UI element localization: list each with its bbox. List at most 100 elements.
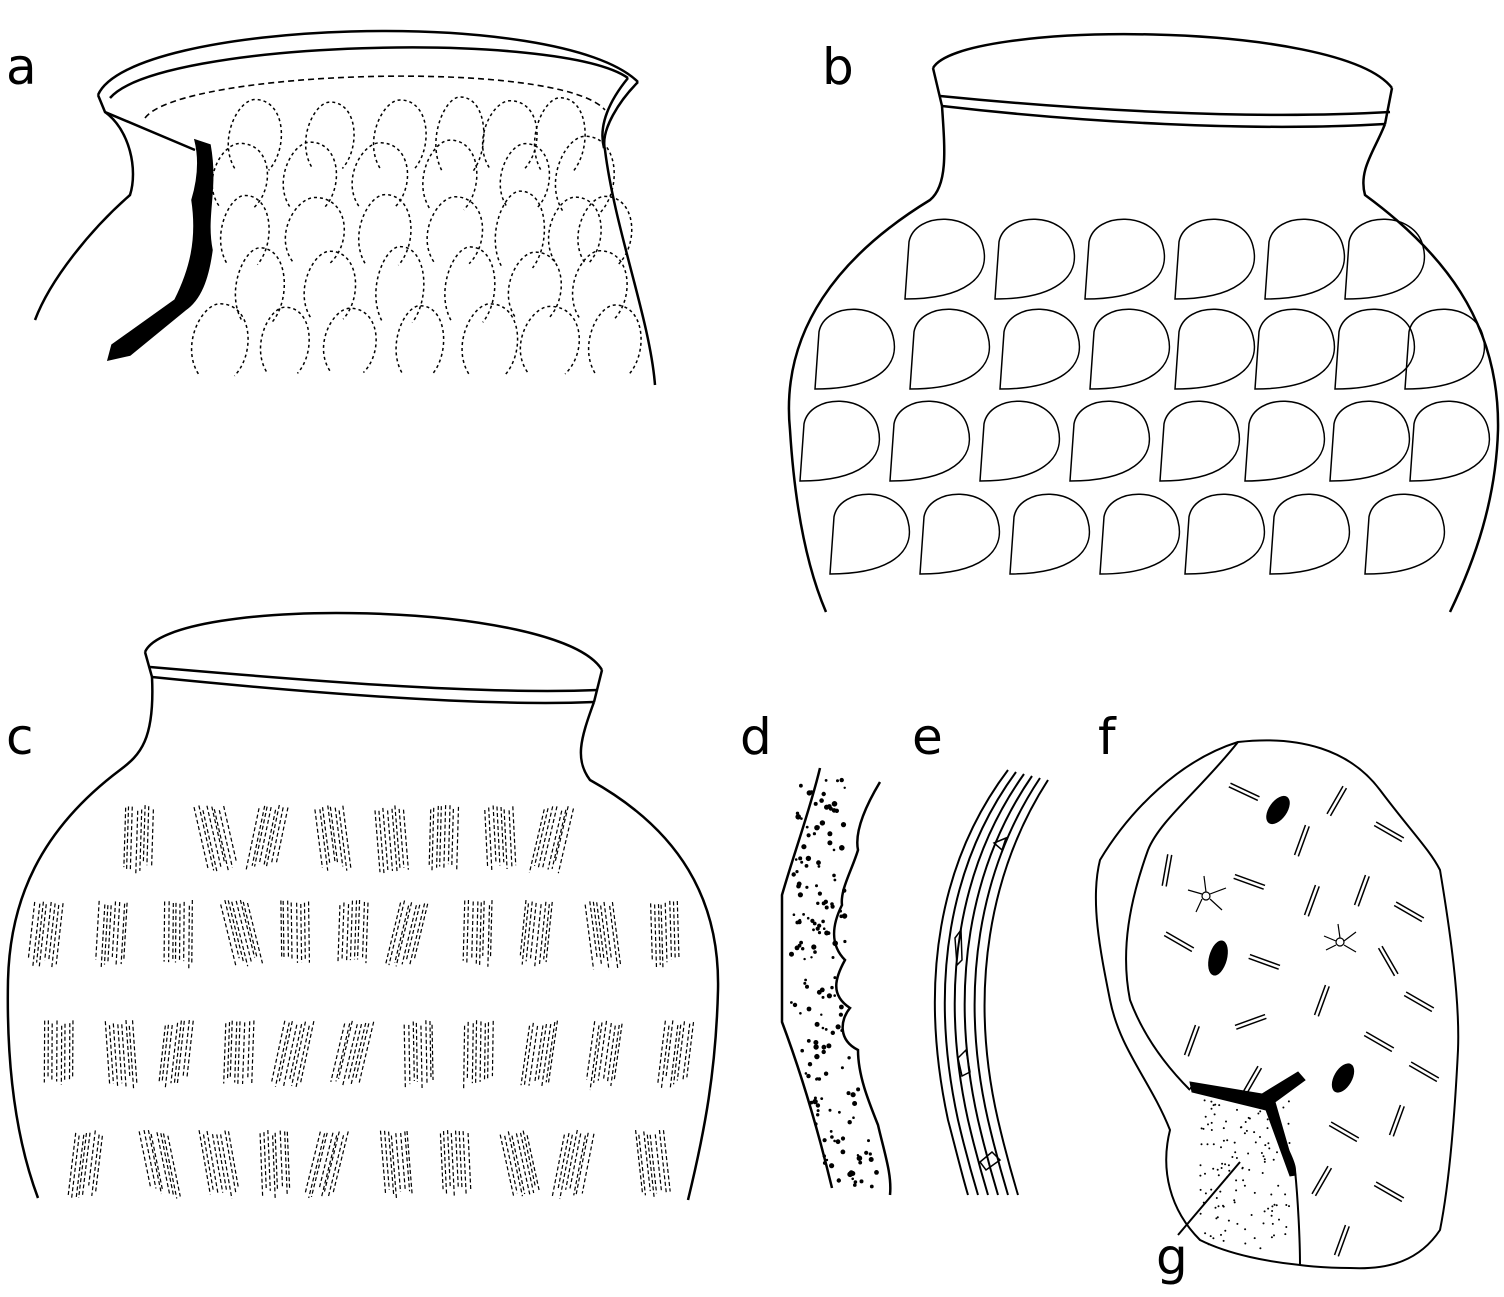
scale-impression xyxy=(910,309,989,389)
comb-stroke xyxy=(444,1131,447,1194)
temper-dot xyxy=(802,913,805,916)
temper-dot xyxy=(1224,1230,1226,1232)
panel-c-vessel xyxy=(8,613,718,1200)
fibre-dash xyxy=(1331,1122,1359,1138)
temper-dot xyxy=(801,947,804,950)
temper-dot xyxy=(1211,1108,1213,1110)
temper-dot xyxy=(830,1135,834,1139)
comb-stroke xyxy=(243,1022,245,1084)
temper-dot xyxy=(805,886,808,889)
comb-stroke xyxy=(151,1134,163,1191)
comb-stroke xyxy=(279,1021,292,1081)
temper-dot xyxy=(1247,1153,1249,1155)
scale-impression xyxy=(1175,309,1254,389)
temper-dot xyxy=(813,1040,818,1045)
comb-stroke xyxy=(663,1130,670,1191)
comb-stroke xyxy=(608,1026,616,1082)
impression-loop xyxy=(260,307,309,373)
temper-dot xyxy=(823,1161,827,1165)
temper-dot xyxy=(1210,1101,1212,1103)
comb-stroke xyxy=(331,1023,345,1081)
comb-stroke xyxy=(184,902,185,961)
comb-stroke xyxy=(122,1024,126,1086)
fibre-dash xyxy=(1396,902,1424,918)
temper-dot xyxy=(1234,1142,1236,1144)
comb-stroke xyxy=(404,810,409,870)
temper-dot xyxy=(1231,1156,1233,1158)
temper-dot xyxy=(841,822,846,827)
comb-stroke xyxy=(404,1025,405,1089)
vessel-b-rim-band xyxy=(942,106,1385,127)
temper-dot xyxy=(833,994,836,997)
temper-dot xyxy=(850,1171,855,1176)
scale-impression xyxy=(1245,401,1324,481)
temper-dot xyxy=(837,1178,841,1182)
vessel-a-left-neck xyxy=(35,112,133,320)
comb-stroke xyxy=(687,1022,694,1077)
comb-stroke xyxy=(116,902,120,967)
comb-stroke xyxy=(297,903,298,963)
comb-stroke xyxy=(71,1136,79,1200)
temper-dot xyxy=(833,976,836,979)
temper-dot xyxy=(1263,1155,1265,1157)
vessel-c-rim-left xyxy=(145,652,152,677)
comb-stroke xyxy=(451,1133,454,1198)
temper-dot xyxy=(1207,1123,1209,1125)
temper-dot xyxy=(1201,1127,1203,1129)
impression-loop xyxy=(573,251,628,320)
impression-loop xyxy=(423,140,477,210)
fibre-dash xyxy=(1374,825,1402,841)
temper-dot xyxy=(800,1049,804,1053)
comb-stroke xyxy=(189,906,190,970)
comb-stroke xyxy=(603,1023,611,1080)
temper-dot xyxy=(1244,1132,1246,1134)
temper-dot xyxy=(1261,1152,1263,1154)
comb-stroke xyxy=(661,905,663,970)
temper-dot xyxy=(816,927,820,931)
comb-stroke xyxy=(300,1021,313,1084)
temper-dot xyxy=(821,920,825,924)
comb-stroke xyxy=(164,901,165,961)
fibre-dash xyxy=(1327,786,1343,814)
temper-dot xyxy=(1236,1157,1238,1159)
fibre-dash xyxy=(1374,1185,1402,1201)
impression-loop xyxy=(221,195,270,264)
comb-stroke xyxy=(130,807,132,870)
temper-dot xyxy=(805,1072,808,1075)
temper-dot xyxy=(1259,1247,1261,1249)
temper-dot xyxy=(1211,1122,1213,1124)
comb-stroke xyxy=(157,1132,170,1194)
comb-stroke xyxy=(366,903,368,963)
comb-stroke xyxy=(147,806,149,865)
scale-impression xyxy=(1345,219,1424,299)
temper-dot xyxy=(805,985,809,989)
temper-dot xyxy=(1254,1192,1256,1194)
temper-dot xyxy=(824,1072,828,1076)
temper-dot xyxy=(1221,1167,1223,1169)
comb-stroke xyxy=(260,1133,263,1197)
temper-dot xyxy=(1203,1128,1205,1130)
comb-stroke xyxy=(95,1136,102,1193)
comb-stroke xyxy=(464,1026,465,1089)
comb-stroke xyxy=(105,1021,109,1084)
temper-dot xyxy=(800,817,803,820)
fibre-dash xyxy=(1166,932,1194,948)
comb-stroke xyxy=(52,905,59,967)
comb-stroke xyxy=(281,901,282,960)
comb-stroke xyxy=(136,811,138,875)
temper-dot xyxy=(1259,1136,1261,1138)
comb-stroke xyxy=(224,806,237,861)
temper-dot xyxy=(1241,1167,1243,1169)
comb-stroke xyxy=(118,1024,122,1083)
comb-stroke xyxy=(467,900,469,965)
temper-dot xyxy=(1274,1204,1276,1206)
temper-dot xyxy=(1201,1143,1203,1145)
comb-stroke xyxy=(546,1022,555,1082)
temper-dot xyxy=(848,1120,852,1124)
temper-dot xyxy=(858,1161,862,1165)
impression-loop xyxy=(500,144,549,208)
comb-stroke xyxy=(164,1134,177,1199)
temper-dot xyxy=(851,1178,854,1181)
scale-impression xyxy=(830,494,909,574)
temper-dot xyxy=(1204,1232,1206,1234)
